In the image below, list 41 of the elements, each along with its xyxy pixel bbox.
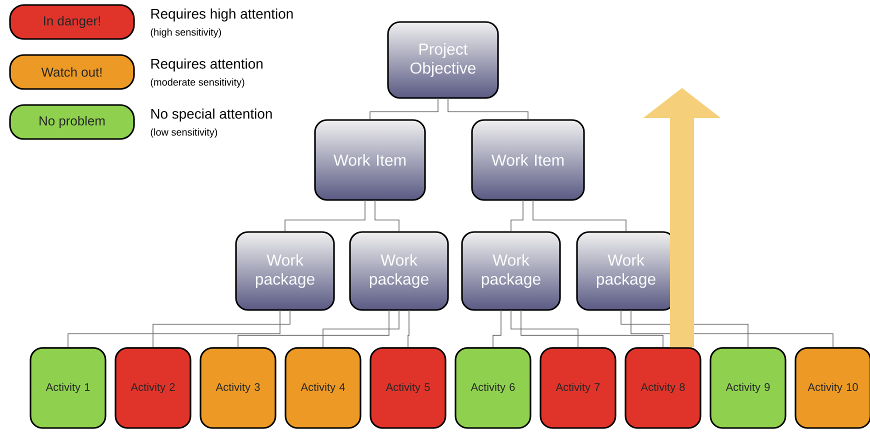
activity-box: Activity 7	[540, 347, 616, 429]
objective-box: Project Objective	[387, 21, 499, 99]
connector-line	[374, 200, 400, 232]
legend-description: Requires high attention	[151, 8, 293, 22]
activity-box: Activity 2	[114, 347, 192, 429]
legend-description: No special attention	[151, 108, 272, 122]
connector-line	[68, 310, 280, 348]
activity-box: Activity 4	[284, 347, 362, 429]
activity-box: Activity 3	[200, 347, 276, 429]
connector-line	[520, 310, 664, 348]
activity-box: Activity 1	[30, 347, 106, 429]
connector-line	[370, 98, 438, 120]
activity-box: Activity 10	[794, 347, 870, 429]
legend-pill: No problem	[9, 104, 135, 140]
connector-line	[152, 310, 290, 348]
connector-line	[322, 310, 400, 348]
work-package-box: Work package	[235, 231, 335, 311]
work-item-box: Work Item	[471, 119, 585, 201]
legend-note: (low sensitivity)	[150, 128, 218, 138]
legend-pill: In danger!	[9, 4, 135, 40]
legend-description: Requires attention	[151, 58, 262, 72]
legend-note: (high sensitivity)	[150, 28, 221, 38]
work-package-box: Work package	[349, 231, 449, 311]
connector-line	[630, 310, 834, 348]
connector-line	[532, 200, 626, 232]
legend-pill: Watch out!	[9, 54, 135, 90]
work-package-box: Work package	[576, 231, 676, 311]
activity-box: Activity 9	[710, 347, 786, 429]
connector-line	[510, 200, 524, 232]
work-package-box: Work package	[461, 231, 561, 311]
activity-box: Activity 6	[454, 347, 532, 429]
connector-line	[510, 310, 578, 348]
activity-box: Activity 8	[624, 347, 702, 429]
connector-line	[284, 200, 366, 232]
legend-note: (moderate sensitivity)	[150, 78, 244, 88]
activity-box: Activity 5	[370, 347, 446, 429]
connector-line	[238, 310, 390, 348]
connector-line	[408, 310, 410, 348]
work-item-box: Work Item	[314, 119, 426, 201]
connector-line	[448, 98, 528, 120]
connector-line	[492, 310, 502, 348]
